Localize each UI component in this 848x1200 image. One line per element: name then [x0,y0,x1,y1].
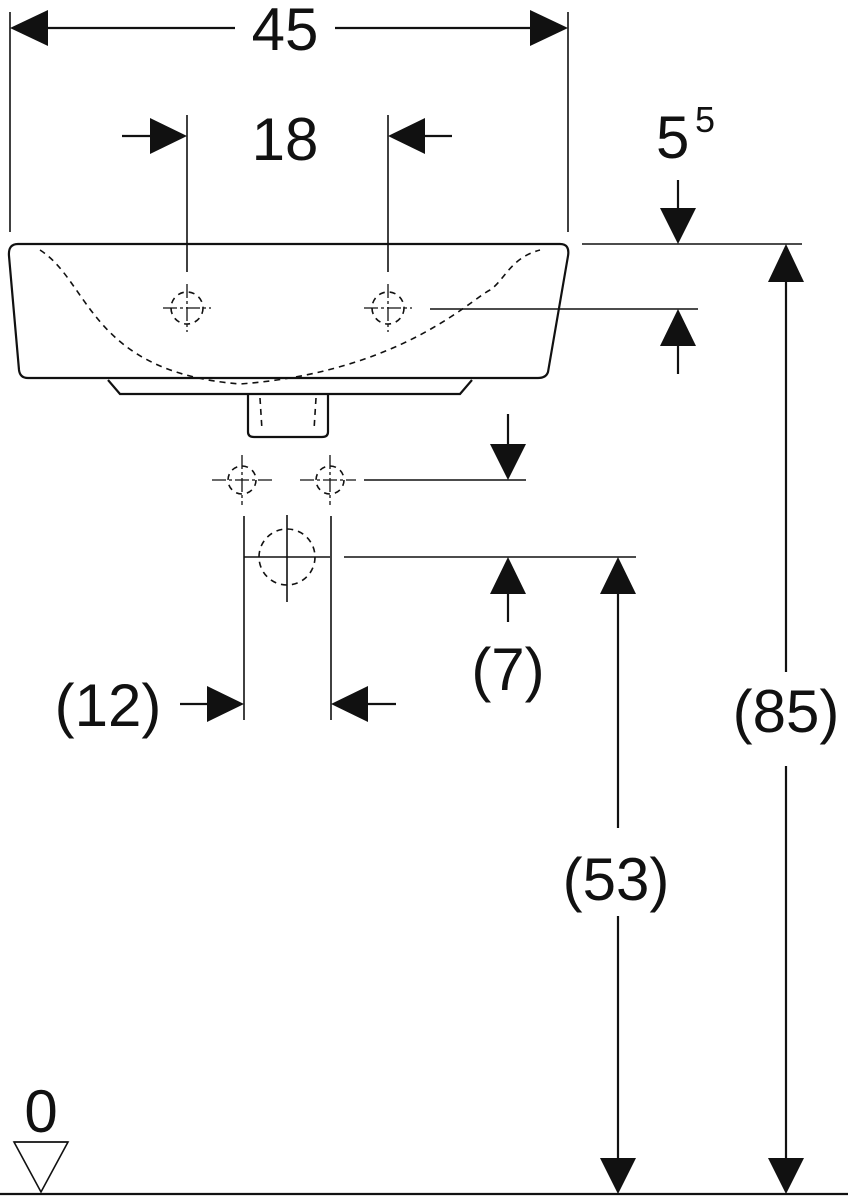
width-dimension: 45 [9,0,569,232]
waste-spacing-dimension: (12) [55,516,396,739]
arrow-down-icon [660,208,696,244]
level-triangle-icon [12,1141,70,1194]
basin-outline [7,242,570,439]
floor-level: 0 [0,1078,848,1196]
inner-bowl-hidden-line [39,249,541,385]
waste-connection [244,515,636,602]
waste-drop-label: (7) [471,636,544,703]
arrow-up-icon [600,557,636,594]
arrow-down-icon [490,444,526,480]
floor-level-label: 0 [24,1078,57,1145]
rim-to-tap-dimension: 5 5 [430,99,802,374]
arrow-right-icon [150,118,187,154]
tap-hole-right [364,284,412,332]
rim-height-dimension: (85) [733,244,840,1194]
arrow-up-icon [768,244,804,282]
waste-spacing-label: (12) [55,672,162,739]
waste-outlet [246,394,330,439]
supply-connection-left [212,455,272,505]
rim-to-tap-superscript: 5 [695,99,715,140]
waste-height-label: (53) [563,846,670,913]
tap-spacing-label: 18 [252,106,319,173]
supply-connection-right [300,455,356,505]
arrow-up-icon [490,557,526,594]
waste-drop-dimension: (7) [471,557,545,703]
arrow-right-icon [207,686,244,722]
tap-hole-left [163,284,211,332]
arrow-left-icon [10,10,48,46]
arrow-down-icon [600,1158,636,1194]
basin-foot [107,379,473,396]
rim-to-tap-label: 5 [656,104,689,171]
arrow-left-icon [388,118,425,154]
arrow-down-icon [768,1158,804,1194]
arrow-right-icon [530,10,568,46]
arrow-left-icon [331,686,368,722]
width-label: 45 [252,0,319,63]
waste-height-dimension: (53) [563,557,670,1194]
tap-spacing-dimension: 18 [122,106,452,272]
rim-height-label: (85) [733,678,840,745]
arrow-up-icon [660,309,696,346]
